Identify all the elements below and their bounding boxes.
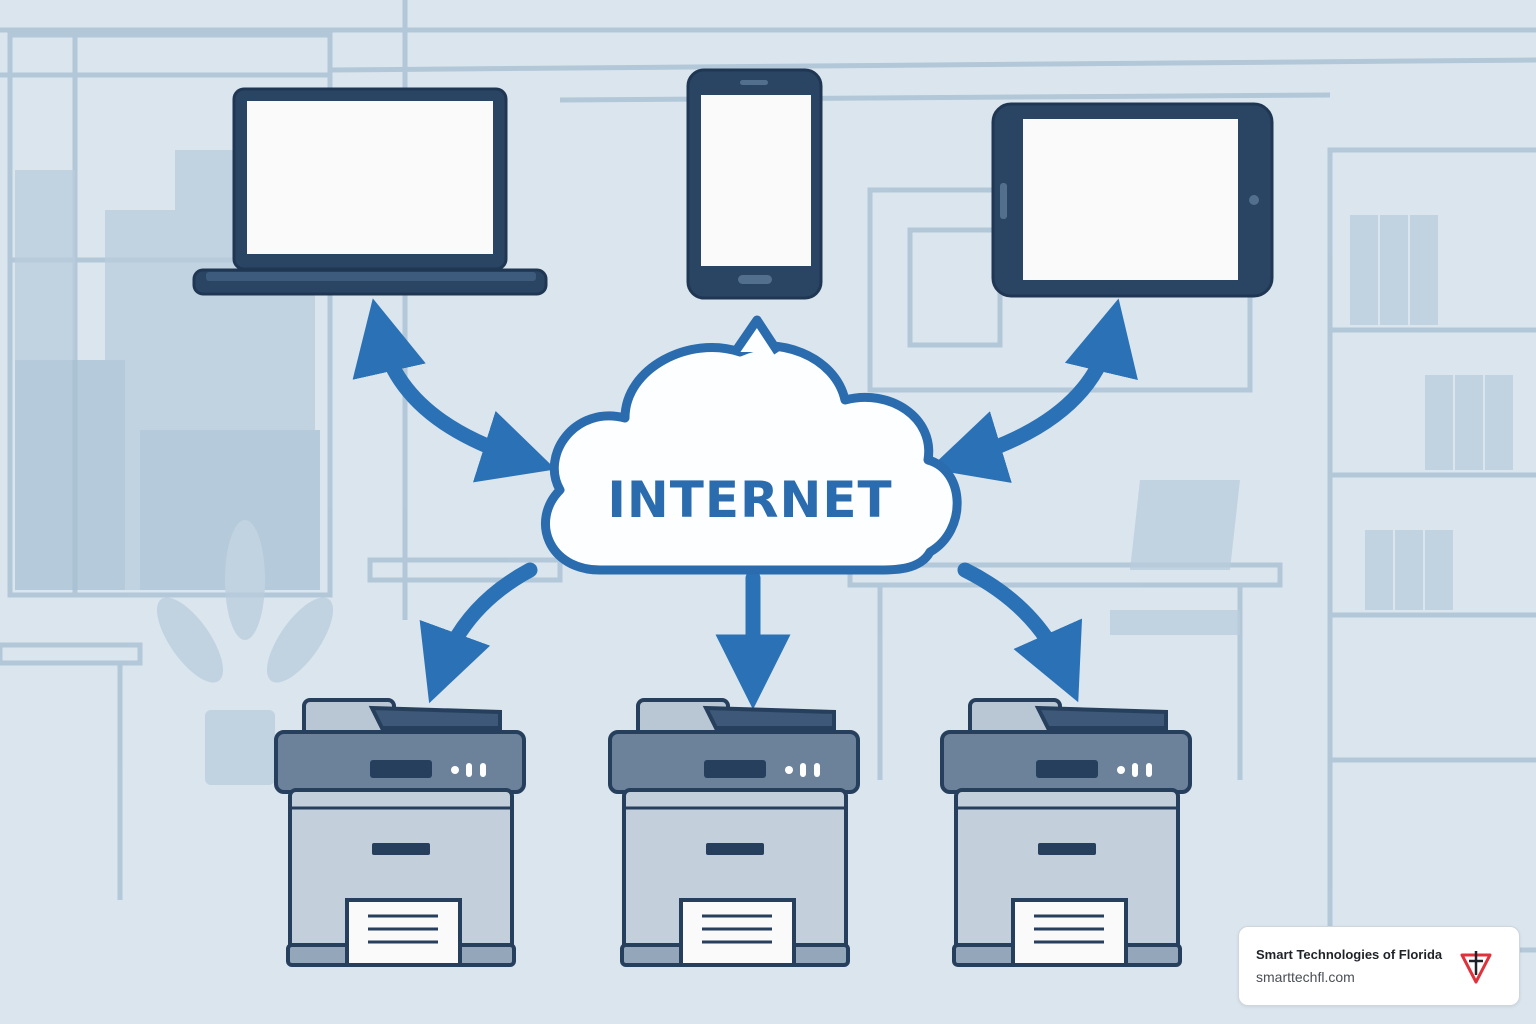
- printer-icon: [940, 698, 1192, 967]
- cloud-icon: INTERNET: [541, 315, 962, 575]
- laptop-icon: [192, 87, 548, 296]
- arrow-cloud-printer-right: [957, 562, 1083, 703]
- connection-arrows: [352, 298, 1138, 710]
- printer-icon: [274, 698, 526, 967]
- tablet-icon: [991, 102, 1274, 298]
- arrow-tablet-cloud: [929, 298, 1138, 483]
- arrow-laptop-cloud: [352, 298, 556, 483]
- office-background-fills: [15, 150, 1513, 785]
- printer-icon: [608, 698, 860, 967]
- brand-url: smarttechfl.com: [1256, 969, 1355, 985]
- smartphone-icon: [686, 68, 823, 300]
- brand-card: Smart Technologies of Florida smarttechf…: [1238, 926, 1520, 1006]
- arrow-cloud-printer-left: [419, 562, 538, 704]
- brand-name: Smart Technologies of Florida: [1256, 947, 1443, 962]
- cloud-label: INTERNET: [607, 471, 892, 529]
- brand-logo-icon: [1460, 951, 1492, 984]
